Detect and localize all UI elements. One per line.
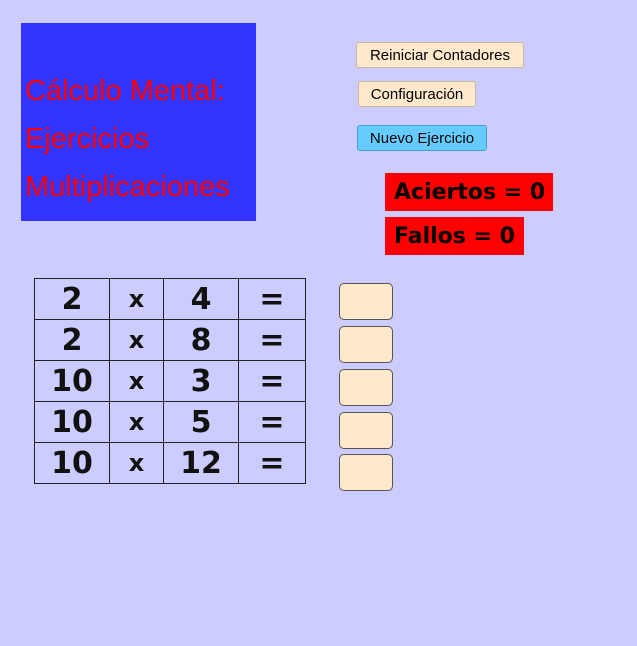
operand-b: 4 [163, 278, 239, 320]
title-line-2: Ejercicios [25, 123, 150, 155]
answer-input-2[interactable] [339, 326, 393, 363]
wrong-counter: Fallos = 0 [385, 217, 524, 255]
equals-sign: = [238, 319, 306, 361]
operand-a: 2 [34, 278, 110, 320]
equals-sign: = [238, 278, 306, 320]
equals-sign: = [238, 401, 306, 443]
table-row: 2 x 8 = [34, 319, 306, 361]
operand-b: 8 [163, 319, 239, 361]
answer-input-1[interactable] [339, 283, 393, 320]
title-line-1: Cálculo Mental: [25, 75, 225, 107]
configuration-button[interactable]: Configuración [358, 81, 476, 107]
operand-b: 5 [163, 401, 239, 443]
title-panel: Cálculo Mental: Ejercicios Multiplicacio… [21, 23, 256, 221]
table-row: 10 x 3 = [34, 360, 306, 402]
reset-counters-button[interactable]: Reiniciar Contadores [356, 42, 524, 68]
operand-a: 10 [34, 401, 110, 443]
operator: x [109, 360, 164, 402]
table-row: 10 x 12 = [34, 442, 306, 484]
operand-b: 12 [163, 442, 239, 484]
answer-input-4[interactable] [339, 412, 393, 449]
new-exercise-button[interactable]: Nuevo Ejercicio [357, 125, 487, 151]
exercise-table: 2 x 4 = 2 x 8 = 10 x 3 = 10 x 5 = 10 x 1… [34, 278, 306, 484]
operator: x [109, 401, 164, 443]
operand-a: 2 [34, 319, 110, 361]
correct-counter: Aciertos = 0 [385, 173, 553, 211]
title-line-3: Multiplicaciones [25, 171, 230, 203]
operand-a: 10 [34, 360, 110, 402]
answer-input-3[interactable] [339, 369, 393, 406]
table-row: 10 x 5 = [34, 401, 306, 443]
equals-sign: = [238, 442, 306, 484]
operand-b: 3 [163, 360, 239, 402]
operand-a: 10 [34, 442, 110, 484]
equals-sign: = [238, 360, 306, 402]
operator: x [109, 442, 164, 484]
answer-input-5[interactable] [339, 454, 393, 491]
operator: x [109, 319, 164, 361]
operator: x [109, 278, 164, 320]
table-row: 2 x 4 = [34, 278, 306, 320]
